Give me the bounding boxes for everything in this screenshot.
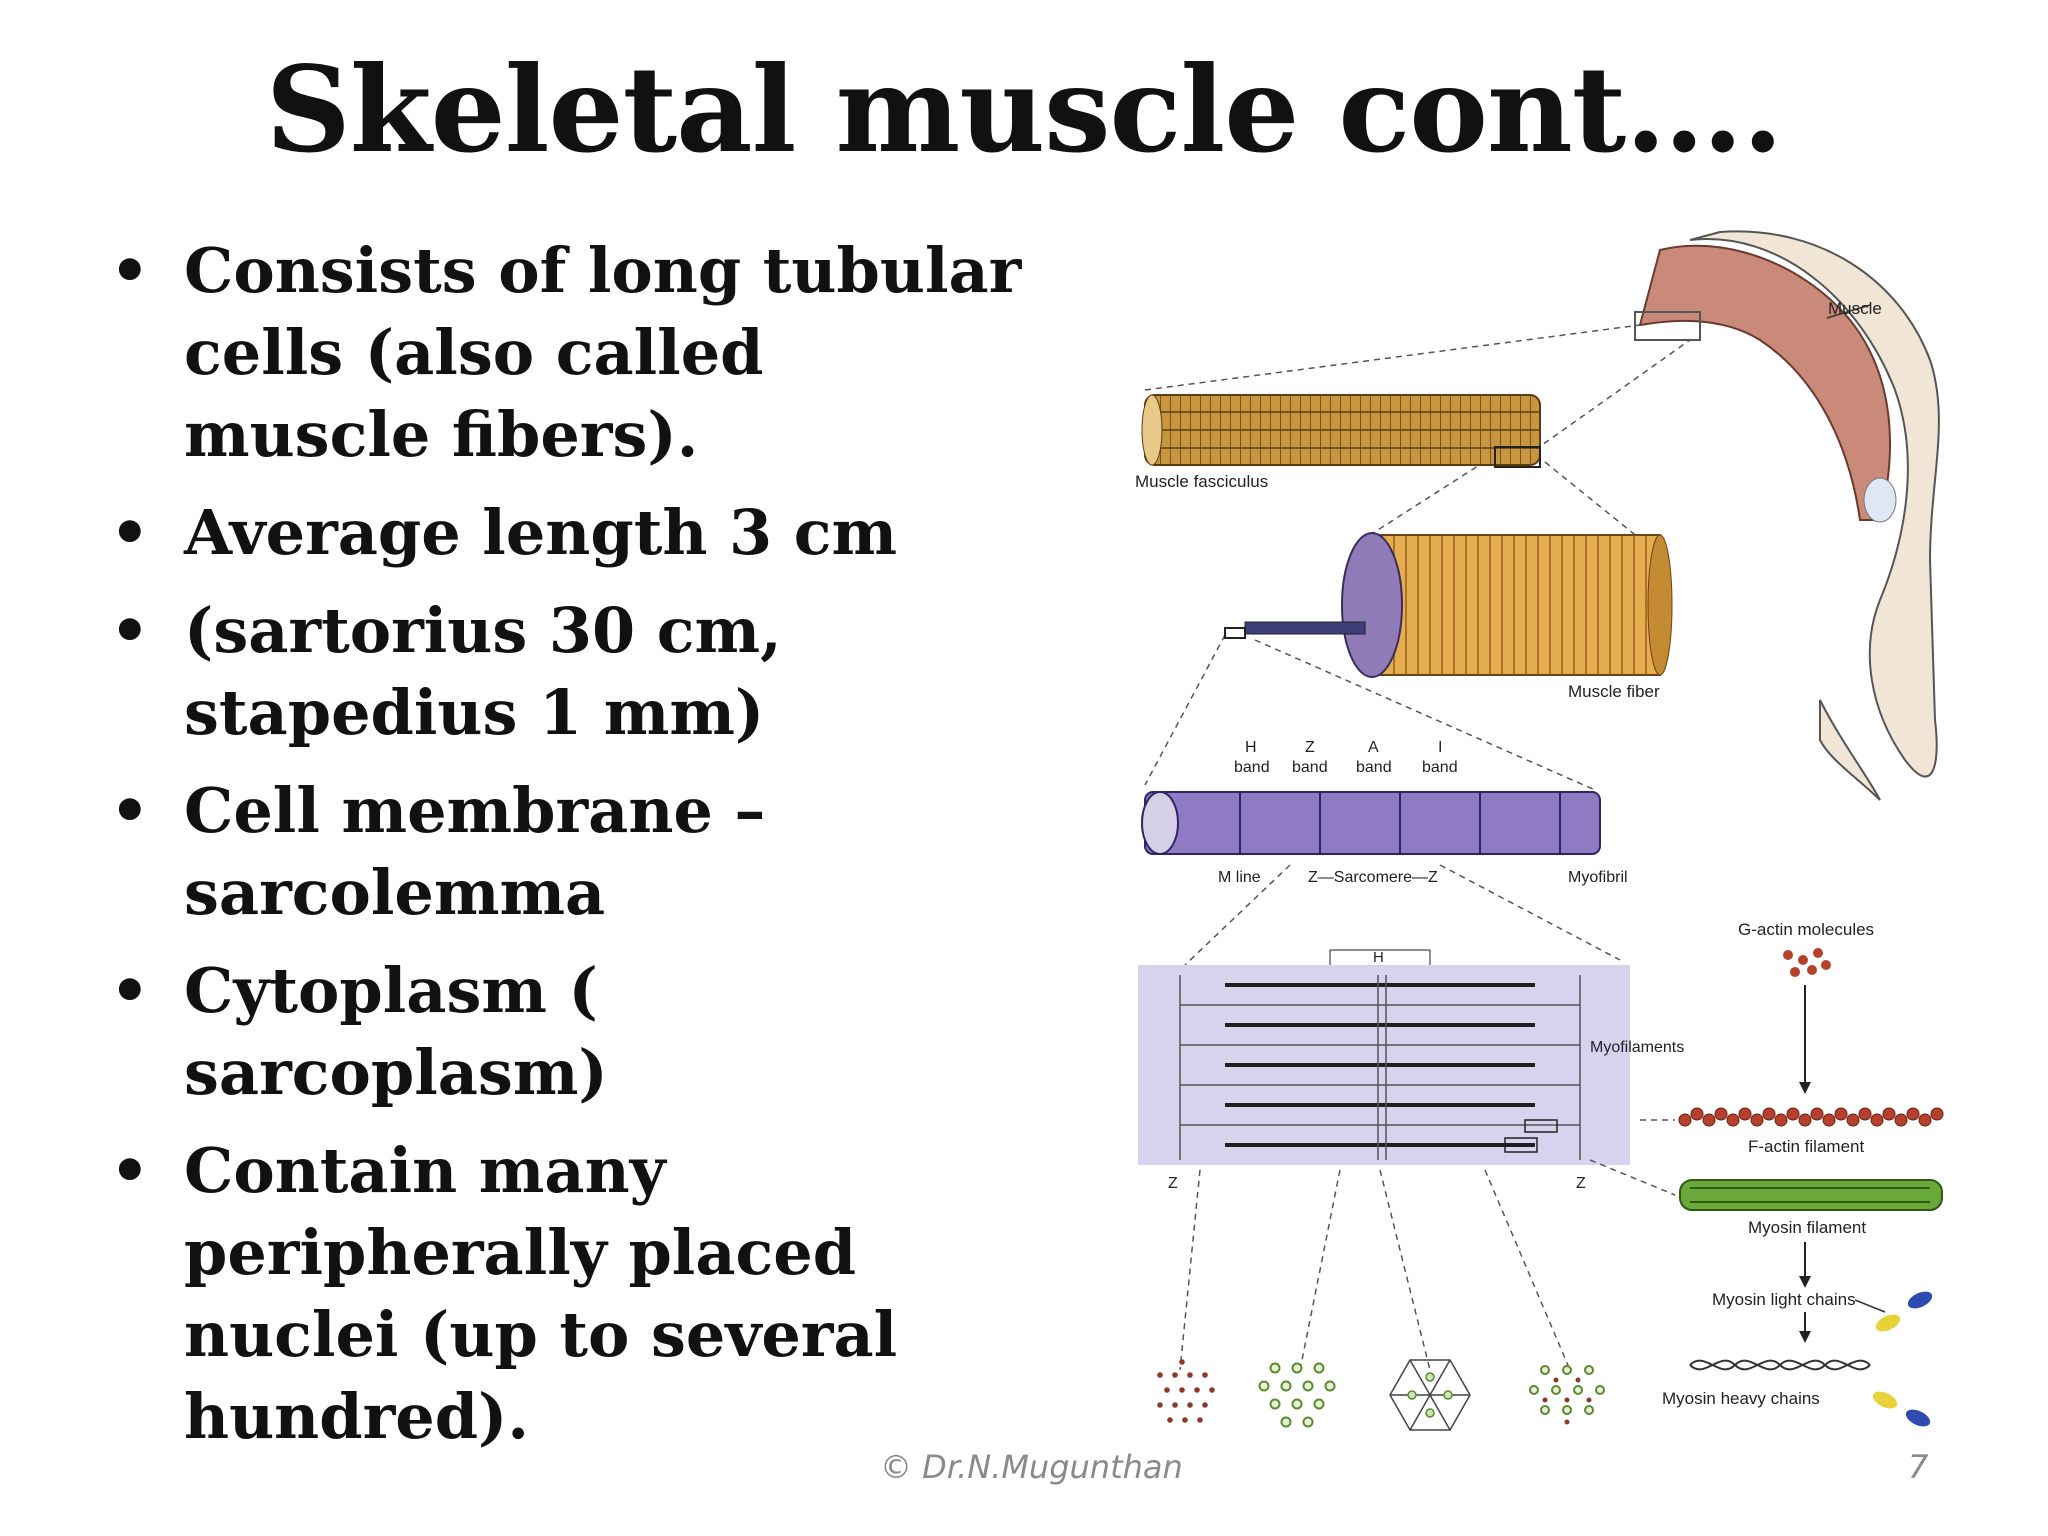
bullet-item: • Contain many peripherally placed nuclei…: [100, 1130, 1030, 1458]
f-actin-filament: [1678, 1107, 1944, 1127]
bullet-text: Average length 3 cm: [184, 496, 898, 569]
label-a-band-2: band: [1356, 759, 1392, 776]
label-myosin-heavy: Myosin heavy chains: [1662, 1389, 1820, 1408]
label-myosin-light: Myosin light chains: [1712, 1290, 1856, 1309]
cross-section-myosin: [1258, 1362, 1336, 1428]
bullet-item: • Cell membrane – sarcolemma: [100, 770, 1030, 934]
label-h-zone: H: [1373, 949, 1384, 966]
muscle-structure-diagram: Muscle Muscle fasciculus: [1135, 230, 1944, 1431]
label-a-band-1: A: [1368, 739, 1379, 756]
label-h-band-2: band: [1234, 759, 1270, 776]
myosin-filament-shape: [1679, 1179, 1943, 1211]
label-i-band-1: I: [1438, 739, 1442, 756]
label-muscle: Muscle: [1828, 299, 1882, 318]
bullet-dot: •: [110, 594, 150, 667]
label-muscle-fasciculus: Muscle fasciculus: [1135, 472, 1268, 491]
label-z-left: Z: [1168, 1175, 1178, 1192]
cross-section-overlap: [1389, 1359, 1471, 1431]
label-h-band-1: H: [1245, 739, 1257, 756]
bullet-list: • Consists of long tubular cells (also ca…: [100, 230, 1030, 1474]
arm-illustration: Muscle: [1634, 230, 1940, 801]
bullet-item: • Cytoplasm ( sarcoplasm): [100, 950, 1030, 1114]
bullet-dot: •: [110, 234, 150, 307]
bullet-dot: •: [110, 496, 150, 569]
myofilaments-section: H Myofilaments Z Z: [1138, 949, 1684, 1192]
myofibril: H band Z band A band I band M line Z—Sar…: [1141, 739, 1628, 886]
label-muscle-fiber: Muscle fiber: [1568, 682, 1660, 701]
cross-section-mixed: [1529, 1365, 1605, 1425]
label-i-band-2: band: [1422, 759, 1458, 776]
footer-credit: © Dr.N.Mugunthan: [880, 1448, 1183, 1486]
bullet-dot: •: [110, 1134, 150, 1207]
muscle-fasciculus: Muscle fasciculus: [1135, 394, 1541, 491]
slide-title: Skeletal muscle cont….: [265, 40, 1784, 179]
bullet-dot: •: [110, 774, 150, 847]
page-number: 7: [1908, 1448, 1929, 1486]
bullet-text: Cytoplasm ( sarcoplasm): [184, 954, 608, 1109]
label-z-band-2: band: [1292, 759, 1328, 776]
actin-myosin-panel: G-actin molecules F-actin filament: [1589, 920, 1944, 1427]
bullet-item: • (sartorius 30 cm, stapedius 1 mm): [100, 590, 1030, 754]
bullet-text: Contain many peripherally placed nuclei …: [184, 1134, 898, 1453]
label-myosin-filament: Myosin filament: [1748, 1218, 1866, 1237]
cross-section-lines: [1179, 1169, 1571, 1371]
label-g-actin: G-actin molecules: [1738, 920, 1874, 939]
bullet-item: • Consists of long tubular cells (also ca…: [100, 230, 1030, 476]
bullet-text: Consists of long tubular cells (also cal…: [184, 234, 1022, 471]
label-f-actin: F-actin filament: [1748, 1137, 1864, 1156]
label-sarcomere: Z—Sarcomere—Z: [1308, 869, 1438, 886]
bullet-text: Cell membrane – sarcolemma: [184, 774, 766, 929]
label-z-band-1: Z: [1305, 739, 1315, 756]
cross-section-actin: [1157, 1359, 1215, 1423]
bullet-text: (sartorius 30 cm, stapedius 1 mm): [184, 594, 782, 749]
muscle-fiber: Muscle fiber: [1224, 532, 1673, 701]
label-myofilaments: Myofilaments: [1590, 1039, 1684, 1056]
label-m-line: M line: [1218, 869, 1261, 886]
label-z-right: Z: [1576, 1175, 1586, 1192]
bullet-dot: •: [110, 954, 150, 1027]
label-myofibril: Myofibril: [1568, 869, 1628, 886]
bullet-item: • Average length 3 cm: [100, 492, 1030, 574]
